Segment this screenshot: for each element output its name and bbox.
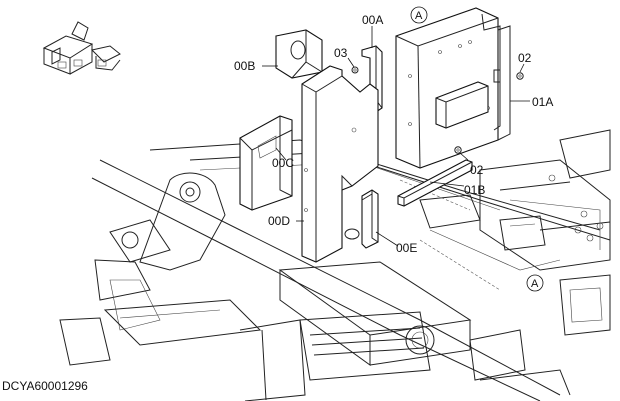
label-00C: 00C bbox=[272, 156, 294, 170]
part-02-nut-top bbox=[516, 72, 524, 80]
machine-orientation-icon bbox=[42, 21, 121, 75]
label-00A: 00A bbox=[362, 13, 383, 27]
chassis-frame bbox=[59, 129, 611, 401]
view-marker-top: A bbox=[410, 6, 428, 24]
part-00B bbox=[275, 29, 323, 79]
label-01B: 01B bbox=[464, 183, 485, 197]
label-02-top: 02 bbox=[518, 51, 532, 65]
part-03-bolt bbox=[351, 66, 359, 74]
svg-text:A: A bbox=[415, 10, 423, 22]
svg-text:A: A bbox=[531, 278, 539, 290]
part-01B bbox=[397, 159, 473, 207]
label-01A: 01A bbox=[532, 95, 553, 109]
part-02-nut-mid bbox=[454, 146, 462, 154]
part-00E bbox=[361, 189, 379, 249]
label-00E: 00E bbox=[396, 241, 417, 255]
part-01A bbox=[395, 7, 511, 169]
drawing-caption: DCYA60001296 bbox=[2, 379, 88, 393]
leader-lines bbox=[262, 26, 530, 247]
label-03: 03 bbox=[334, 46, 348, 60]
part-00C bbox=[239, 115, 293, 211]
label-02-mid: 02 bbox=[470, 163, 484, 177]
label-00D: 00D bbox=[268, 214, 290, 228]
view-marker-bottom: A bbox=[526, 274, 544, 292]
label-00B: 00B bbox=[234, 59, 255, 73]
part-00D bbox=[301, 65, 379, 263]
